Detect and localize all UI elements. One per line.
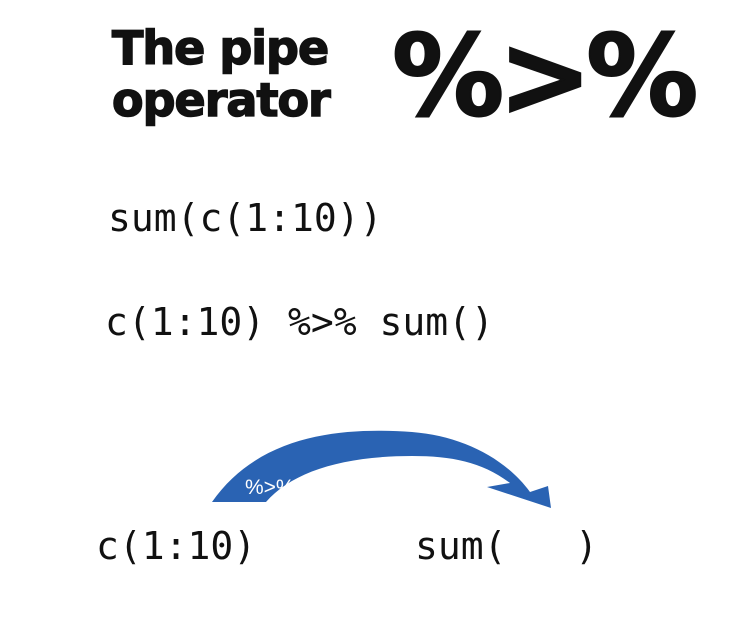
curved-arrow-icon [212,430,551,508]
nested-code-example: sum(c(1:10)) [108,196,383,240]
piped-code-example: c(1:10) %>% sum() [105,300,494,344]
title: The pipe operator [111,21,362,127]
diagram-left-code: c(1:10) [96,524,257,568]
title-line-1: The pipe [111,21,330,75]
arrow-label: %>% [245,476,295,499]
pipe-symbol: %>% [391,11,699,143]
title-line-2: operator [111,73,331,127]
diagram-right-code: sum( ) [415,524,599,568]
